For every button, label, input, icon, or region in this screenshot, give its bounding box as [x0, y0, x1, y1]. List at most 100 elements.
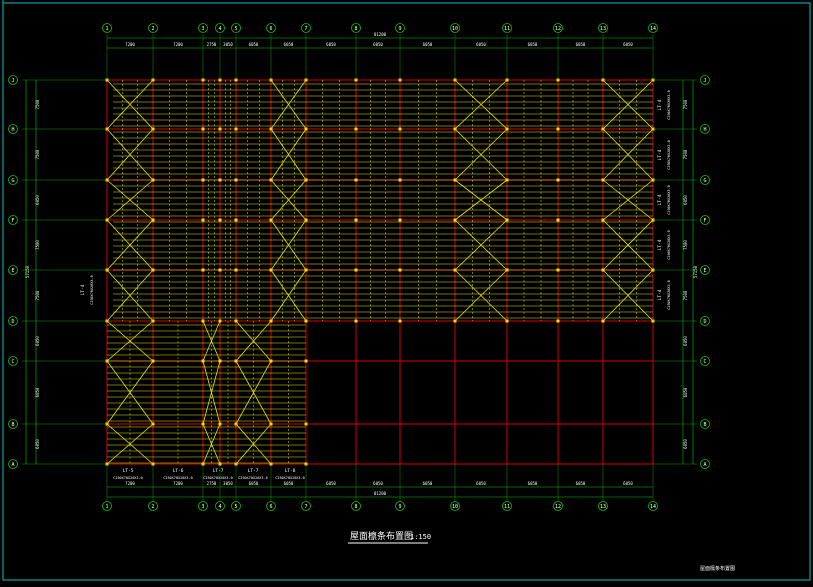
dim-top-span: 6050	[576, 42, 586, 47]
brace	[106, 128, 154, 181]
axis-bubble-bottom: 14	[650, 504, 656, 510]
axis-bubble-right: C	[703, 359, 706, 365]
axis-bubble-top: 6	[269, 26, 272, 32]
dim-bottom-span: 6050	[576, 481, 586, 486]
lt-bottom-label: LT-7	[213, 468, 224, 474]
axis-bubble-bottom: 1	[105, 504, 108, 510]
brace	[602, 128, 654, 181]
dim-left-span: 6050	[35, 387, 40, 397]
axis-bubble-top-circle	[215, 23, 225, 33]
grid-node	[269, 422, 273, 426]
brace	[106, 179, 154, 221]
grid-node	[398, 319, 402, 323]
axis-bubble-left-circle	[8, 124, 18, 134]
axis-bubble-bottom-circle	[266, 501, 276, 511]
structural-grid	[106, 79, 654, 465]
lt-bottom-label: LT-6	[173, 468, 184, 474]
dim-bottom-span: 6050	[249, 481, 259, 486]
dim-bottom-span: 6050	[423, 481, 433, 486]
grid-node	[218, 178, 222, 182]
dim-top-span: 6050	[476, 42, 486, 47]
axis-bubble-top-circle	[198, 23, 208, 33]
dim-bottom-span: 7200	[173, 481, 183, 486]
brace	[202, 320, 221, 362]
axis-bubble-left-circle	[8, 356, 18, 366]
lt-left-sublabel: C250X70X20X3.0	[90, 275, 94, 305]
axis-bubble-bottom-circle	[351, 501, 361, 511]
brace	[235, 360, 272, 425]
grid-node	[201, 359, 205, 363]
dim-top-span: 7200	[125, 42, 135, 47]
axis-bubble-top-circle	[266, 23, 276, 33]
grid-node	[453, 178, 457, 182]
axis-bubble-bottom: 2	[151, 504, 154, 510]
grid-node	[234, 127, 238, 131]
grid-node	[354, 127, 358, 131]
axis-bubble-right-circle	[700, 124, 710, 134]
axis-bubble-right-circle	[700, 265, 710, 275]
lt-right-label: LT-4	[657, 239, 663, 250]
axis-bubble-left-circle	[8, 215, 18, 225]
axis-bubble-top-circle	[351, 23, 361, 33]
grid-node	[398, 268, 402, 272]
axis-bubble-bottom: 11	[504, 504, 510, 510]
dim-top-span: 6050	[373, 42, 383, 47]
dim-left-span: 7500	[35, 99, 40, 109]
dim-right-overall: 57150	[693, 265, 698, 278]
brace	[270, 128, 307, 181]
axis-bubble-top-circle	[301, 23, 311, 33]
dim-top-span: 2750	[207, 42, 217, 47]
lt-right-sublabel: C250X70X20X3.0	[667, 230, 671, 260]
grid-node	[304, 268, 308, 272]
grid-node	[234, 268, 238, 272]
grid-node	[556, 178, 560, 182]
axis-bubble-top-circle	[553, 23, 563, 33]
grid-node	[218, 127, 222, 131]
grid-node	[453, 268, 457, 272]
grid-node	[354, 178, 358, 182]
lt-bottom-sublabel: C250X70X20X3.0	[163, 476, 193, 480]
axis-bubble-top-circle	[231, 23, 241, 33]
grid-node	[218, 268, 222, 272]
lt-bottom-label: LT-5	[123, 468, 134, 474]
grid-node	[218, 319, 222, 323]
dim-top-span: 7200	[173, 42, 183, 47]
brace	[270, 79, 307, 130]
dim-top-span: 6050	[423, 42, 433, 47]
grid-node	[601, 178, 605, 182]
axis-bubble-right: J	[703, 78, 706, 84]
axis-bubble-top: 12	[555, 26, 561, 32]
brace	[106, 79, 154, 130]
brace	[106, 423, 154, 465]
grid-node	[304, 218, 308, 222]
dim-bottom-span: 6050	[528, 481, 538, 486]
grid-node	[269, 127, 273, 131]
dim-top-span: 6050	[326, 42, 336, 47]
grid-node	[304, 359, 308, 363]
brace	[602, 269, 654, 322]
grid-node	[556, 218, 560, 222]
axis-bubble-bottom: 6	[269, 504, 272, 510]
axis-bubble-left: H	[11, 127, 14, 133]
dim-right-span: 6050	[683, 387, 688, 397]
axis-bubble-left: B	[11, 422, 14, 428]
lt-right-label: LT-4	[657, 149, 663, 160]
axis-bubble-top: 2	[151, 26, 154, 32]
axis-bubble-bottom-circle	[148, 501, 158, 511]
grid-node	[453, 127, 457, 131]
brace	[235, 320, 272, 362]
grid-node	[453, 218, 457, 222]
axis-bubble-top: 3	[201, 26, 204, 32]
grid-node	[201, 422, 205, 426]
axis-bubble-top: 9	[398, 26, 401, 32]
grid-node	[505, 218, 509, 222]
axis-bubble-left-circle	[8, 459, 18, 469]
brace	[602, 79, 654, 130]
axis-bubble-left: E	[11, 268, 14, 274]
grid-node	[354, 319, 358, 323]
brace	[270, 179, 307, 221]
dim-right-span: 6050	[683, 336, 688, 346]
grid-node	[556, 268, 560, 272]
